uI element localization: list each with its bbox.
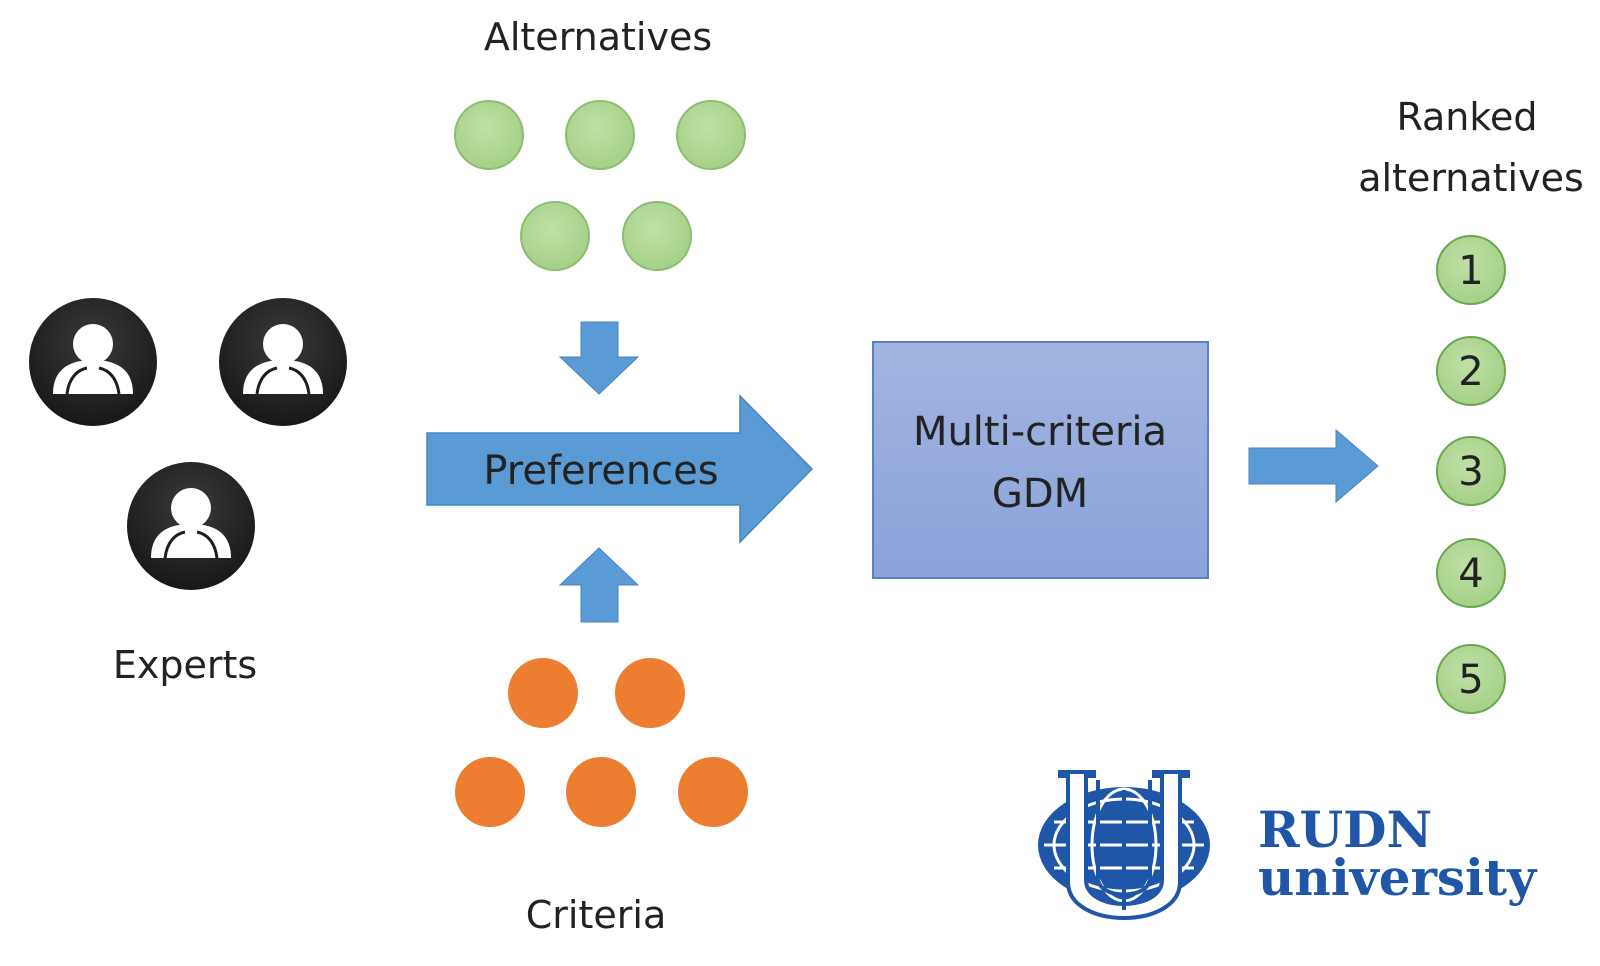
criteria-group — [455, 658, 748, 827]
rank-number: 1 — [1458, 248, 1483, 294]
preferences-label: Preferences — [483, 448, 718, 494]
rank-number: 4 — [1458, 551, 1483, 597]
rudn-logo-line1: RUDN — [1258, 800, 1432, 859]
ranked-item: 2 — [1436, 336, 1506, 406]
experts-label: Experts — [113, 643, 257, 687]
alternative-circle — [520, 201, 590, 271]
rudn-emblem-icon — [1038, 770, 1210, 920]
ranked-label-line2: alternatives — [1358, 156, 1584, 200]
rank-number: 3 — [1458, 449, 1483, 495]
ranked-item: 1 — [1436, 235, 1506, 305]
output-arrow — [1248, 428, 1379, 504]
ranked-item: 5 — [1436, 644, 1506, 714]
ranked-alternatives-group: 1 2 3 4 5 — [1436, 235, 1506, 714]
preferences-arrow — [426, 394, 814, 544]
alternatives-label: Alternatives — [484, 15, 712, 59]
expert-person-icon — [29, 298, 157, 426]
rudn-logo: RUDN university — [1038, 770, 1538, 920]
alternative-circle — [454, 100, 524, 170]
ranked-item: 3 — [1436, 436, 1506, 506]
criterion-circle — [566, 757, 636, 827]
experts-group — [29, 298, 347, 590]
gdm-label-line2: GDM — [992, 471, 1088, 517]
alternatives-group — [454, 100, 746, 271]
alternative-circle — [622, 201, 692, 271]
gdm-label-line1: Multi-criteria — [913, 409, 1167, 455]
criteria-label: Criteria — [526, 893, 666, 937]
criterion-circle — [508, 658, 578, 728]
criterion-circle — [455, 757, 525, 827]
ranked-item: 4 — [1436, 538, 1506, 608]
alternative-circle — [676, 100, 746, 170]
gdm-box — [872, 341, 1209, 579]
rudn-logo-line2: university — [1258, 848, 1538, 907]
rank-number: 2 — [1458, 349, 1483, 395]
rank-number: 5 — [1458, 657, 1483, 703]
alternatives-down-arrow — [558, 321, 640, 395]
expert-person-icon — [127, 462, 255, 590]
criterion-circle — [678, 757, 748, 827]
alternative-circle — [565, 100, 635, 170]
expert-person-icon — [219, 298, 347, 426]
ranked-label-line1: Ranked — [1396, 95, 1537, 139]
criterion-circle — [615, 658, 685, 728]
criteria-up-arrow — [558, 547, 640, 623]
